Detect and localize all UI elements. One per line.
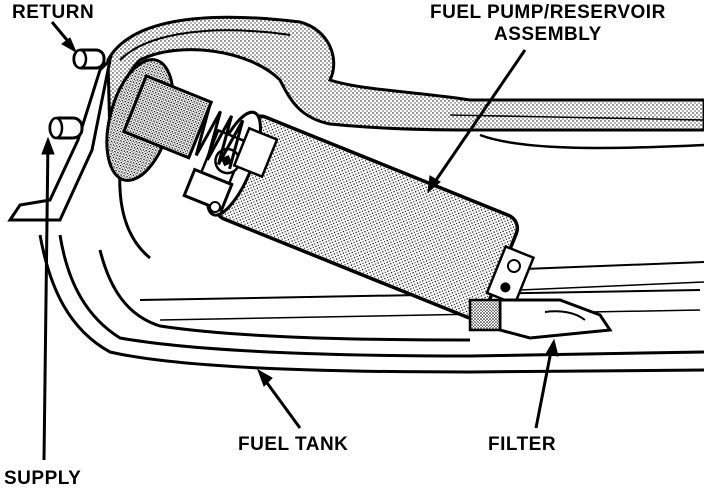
arrow-heads bbox=[41, 37, 559, 387]
outlet-fitting bbox=[182, 167, 234, 213]
return-label: RETURN bbox=[12, 2, 95, 23]
fuel-tank-label: FUEL TANK bbox=[238, 434, 349, 455]
pump-spring bbox=[121, 74, 279, 179]
tank-top-housing bbox=[106, 15, 704, 150]
fuel-pump-reservoir-label: FUEL PUMP/RESERVOIR ASSEMBLY bbox=[430, 2, 666, 46]
supply-label: SUPPLY bbox=[4, 468, 82, 489]
supply-nipple bbox=[48, 116, 84, 140]
filter-label: FILTER bbox=[488, 434, 557, 455]
return-nipple bbox=[72, 48, 106, 70]
fuel-pump-label-line2: ASSEMBLY bbox=[493, 24, 602, 45]
fuel-filter bbox=[468, 298, 613, 340]
fuel-pump-label-line1: FUEL PUMP/RESERVOIR bbox=[430, 2, 666, 23]
